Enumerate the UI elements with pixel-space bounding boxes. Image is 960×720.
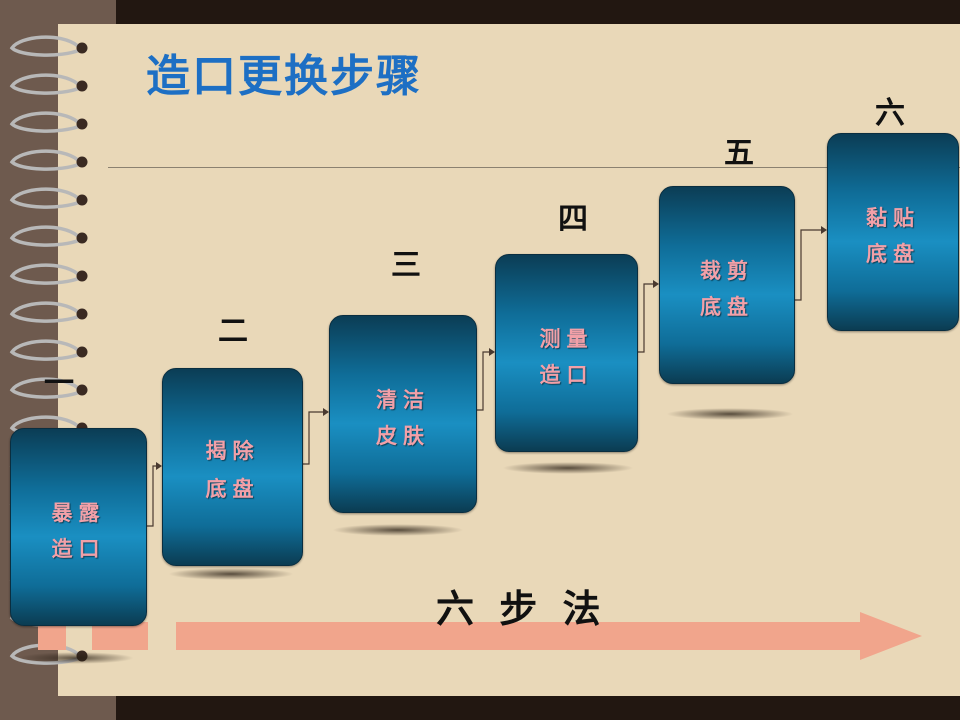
step-4-line1: 测量	[539, 327, 594, 351]
progress-arrow-segment	[38, 622, 66, 650]
step-1-line2: 造口	[51, 537, 106, 561]
connector-arrowhead	[489, 348, 495, 356]
step-3-line1: 清洁	[376, 388, 430, 412]
step-shadow-3	[332, 524, 464, 536]
connector-arrowhead	[323, 408, 329, 416]
top-border	[116, 0, 960, 24]
spiral-ring	[9, 149, 88, 171]
spiral-ring	[9, 73, 88, 95]
method-tagline: 六 步 法	[436, 587, 607, 631]
connector-arrowhead	[821, 226, 827, 234]
title-divider	[108, 167, 960, 168]
step-number-4: 四	[558, 202, 588, 237]
step-shadow-2	[168, 568, 294, 580]
progress-arrow-segment	[92, 622, 148, 650]
step-box-2[interactable]: 揭除 底盘	[162, 368, 303, 566]
step-2-line1: 揭除	[205, 439, 260, 463]
step-number-6: 六	[875, 96, 905, 131]
spiral-ring	[9, 35, 88, 57]
step-4-line2: 造口	[539, 363, 594, 387]
step-1-line1: 暴露	[51, 501, 106, 525]
step-number-5: 五	[724, 136, 754, 171]
step-number-3: 三	[391, 248, 421, 283]
slide-title: 造口更换步骤	[146, 51, 422, 102]
step-number-2: 二	[218, 314, 248, 349]
step-6-line1: 黏贴	[866, 206, 920, 230]
step-connector	[145, 465, 158, 527]
step-box-4[interactable]: 测量 造口	[495, 254, 638, 452]
step-3-line2: 皮肤	[376, 424, 430, 448]
step-connector	[636, 283, 655, 353]
progress-arrow	[176, 612, 922, 660]
step-5-line1: 裁剪	[700, 259, 754, 283]
step-5-line2: 底盘	[700, 295, 754, 319]
step-box-5[interactable]: 裁剪 底盘	[659, 186, 795, 384]
step-box-6[interactable]: 黏贴 底盘	[827, 133, 959, 331]
spiral-ring	[9, 301, 88, 323]
step-connector	[793, 229, 823, 301]
spiral-ring	[9, 225, 88, 247]
spiral-ring	[9, 377, 88, 399]
bottom-border	[116, 696, 960, 720]
step-shadow-1	[18, 652, 134, 664]
step-shadow-5	[666, 408, 794, 420]
spiral-ring	[9, 339, 88, 361]
step-shadow-4	[502, 462, 634, 474]
step-connector	[301, 411, 325, 465]
step-connector	[475, 351, 491, 411]
step-2-line2: 底盘	[205, 477, 260, 501]
step-box-3[interactable]: 清洁 皮肤	[329, 315, 477, 513]
step-6-line2: 底盘	[866, 242, 920, 266]
spiral-ring	[9, 111, 88, 133]
connector-arrowhead	[653, 280, 659, 288]
spiral-ring	[9, 263, 88, 285]
step-number-1: 一	[44, 366, 74, 401]
connector-arrowhead	[156, 462, 162, 470]
step-box-1[interactable]: 暴露 造口	[10, 428, 147, 626]
spiral-ring	[9, 187, 88, 209]
